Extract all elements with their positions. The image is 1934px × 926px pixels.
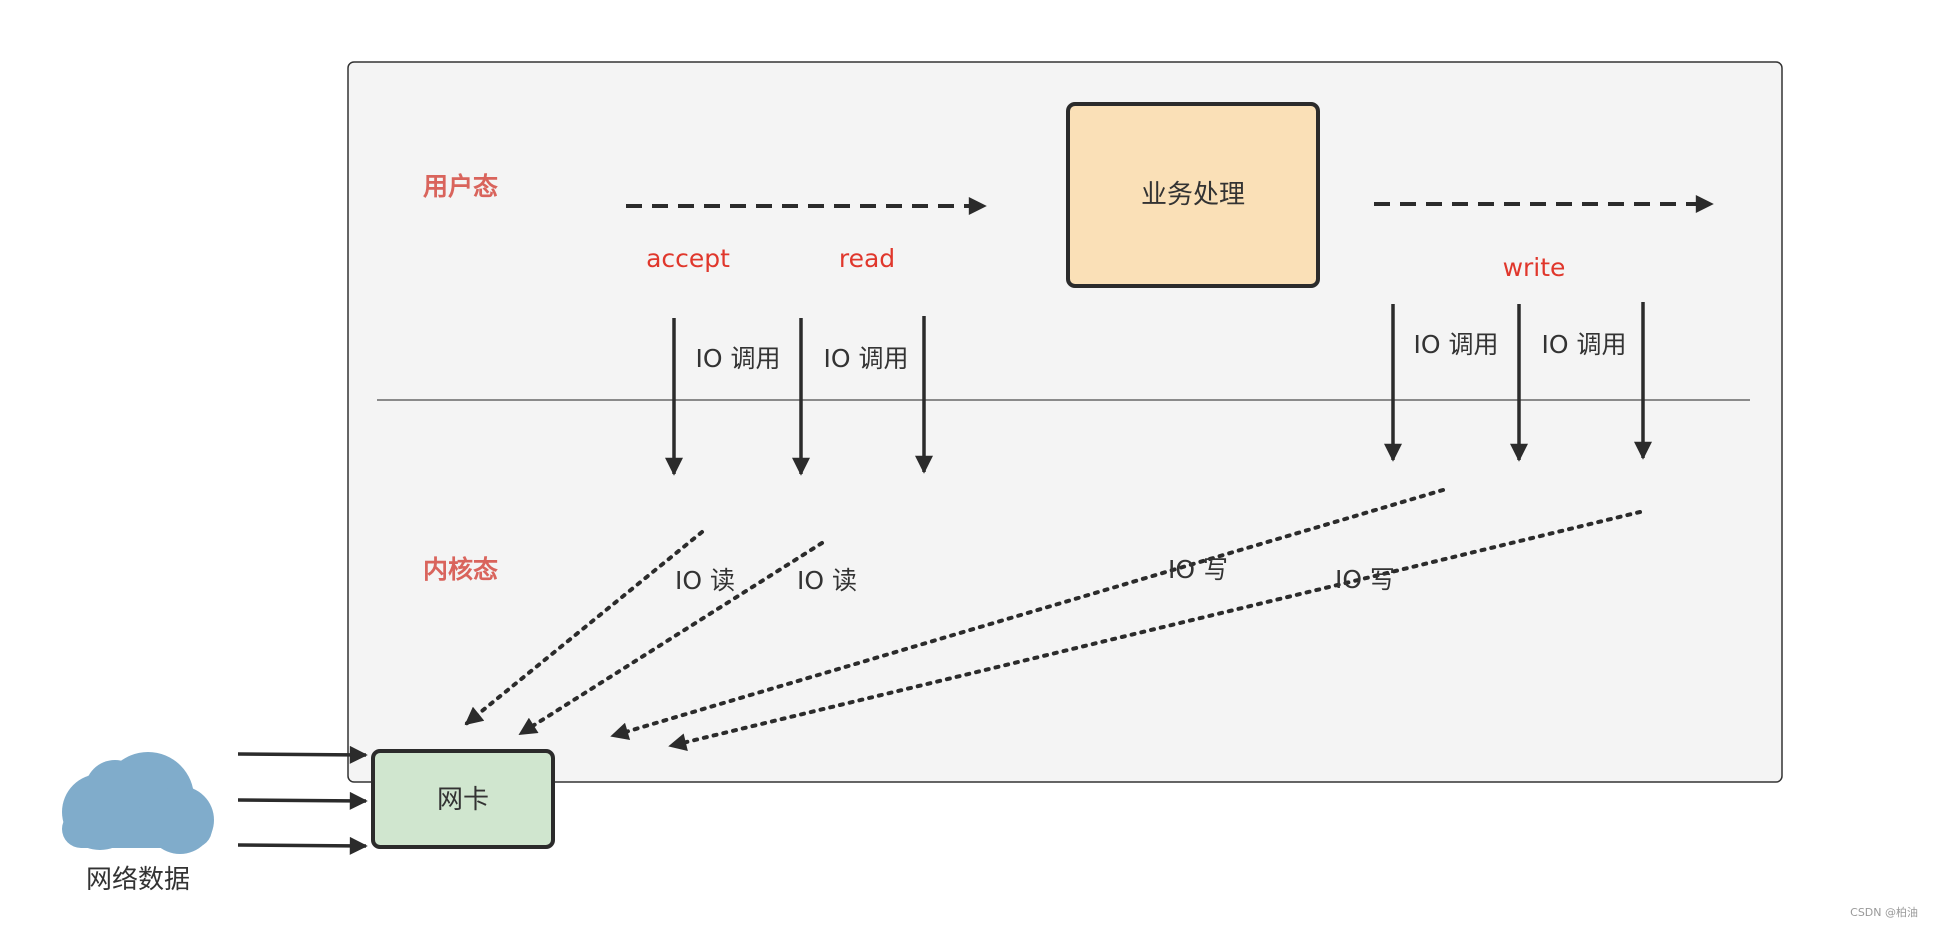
system-frame — [347, 61, 1783, 783]
cloud-icon — [62, 752, 214, 854]
io-read-label: IO 读 — [675, 566, 735, 595]
io-write-label: IO 写 — [1168, 555, 1228, 584]
nic-label: 网卡 — [437, 785, 489, 815]
watermark: CSDN @柏油 — [1850, 905, 1918, 919]
business-process-box — [1066, 102, 1320, 288]
io-write-arrow — [610, 488, 1445, 741]
user-mode-label: 用户态 — [423, 172, 498, 201]
io-call-label: IO 调用 — [1542, 330, 1627, 359]
io-read-arrow — [464, 530, 704, 726]
read-label: read — [839, 244, 895, 273]
io-call-label: IO 调用 — [696, 344, 781, 373]
io-write-arrow — [668, 510, 1642, 751]
network-input-arrow — [237, 791, 368, 810]
business-process-label: 业务处理 — [1141, 180, 1245, 210]
io-call-label: IO 调用 — [1414, 330, 1499, 359]
write-label: write — [1503, 253, 1566, 282]
cloud-label: 网络数据 — [86, 865, 190, 895]
network-input-arrow — [237, 745, 368, 764]
io-read-label: IO 读 — [797, 566, 857, 595]
network-input-arrow — [237, 836, 368, 855]
nic-box — [371, 749, 555, 849]
io-write-label: IO 写 — [1335, 565, 1395, 594]
accept-label: accept — [646, 244, 730, 273]
kernel-mode-label: 内核态 — [423, 555, 498, 584]
io-call-label: IO 调用 — [824, 344, 909, 373]
io-read-arrow — [518, 541, 824, 736]
